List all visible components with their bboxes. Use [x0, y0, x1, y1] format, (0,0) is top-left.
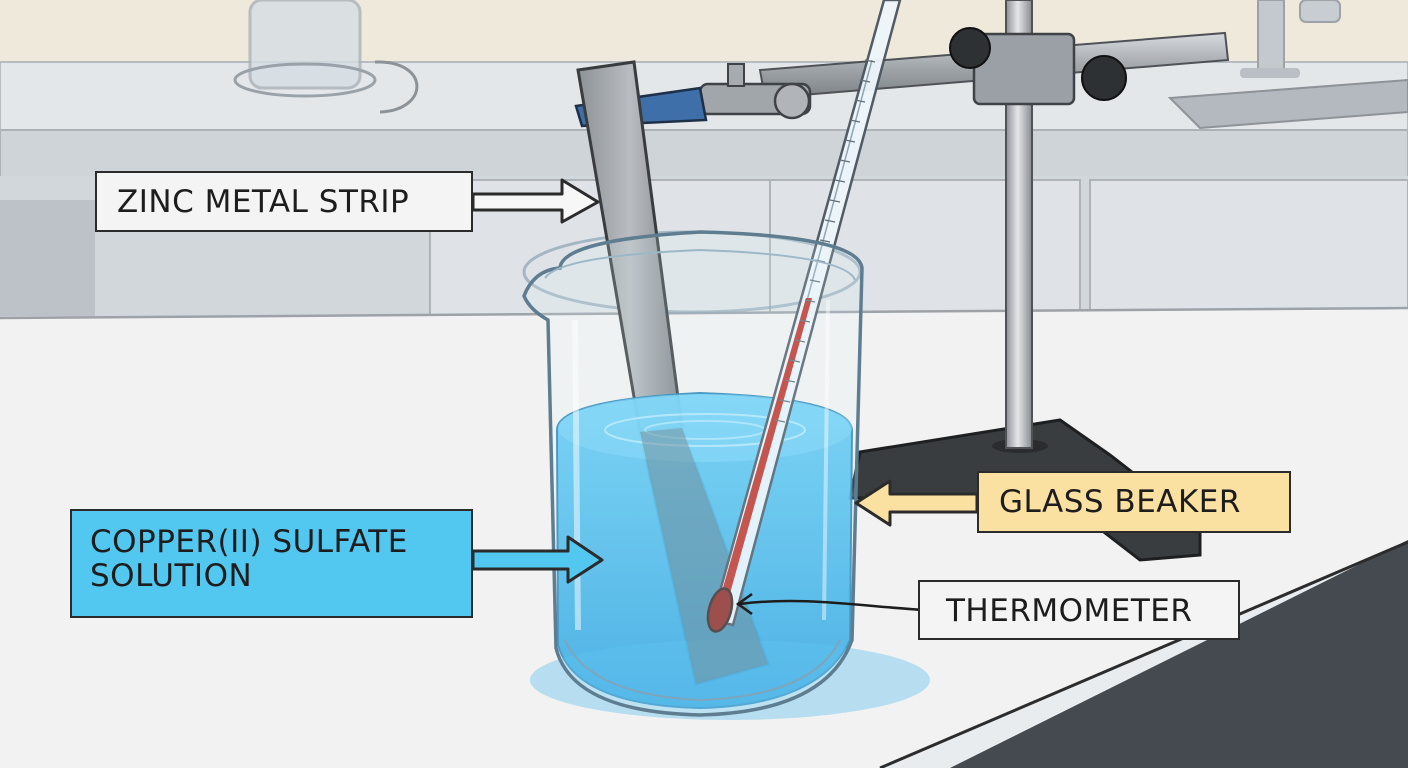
label-copper-text-line2: SOLUTION	[90, 558, 253, 594]
label-zinc-text: ZINC METAL STRIP	[117, 184, 410, 220]
thermometer	[706, 0, 902, 633]
label-glass-beaker: GLASS BEAKER	[977, 471, 1291, 533]
label-beaker-text: GLASS BEAKER	[999, 484, 1241, 520]
label-thermometer-text: THERMOMETER	[946, 593, 1193, 629]
arrow-copper	[471, 535, 604, 584]
arrow-zinc	[471, 178, 600, 224]
label-thermometer: THERMOMETER	[918, 580, 1240, 640]
label-copper-text-line1: COPPER(II) SULFATE	[90, 524, 408, 560]
label-copper-sulfate-solution: COPPER(II) SULFATE SOLUTION	[70, 509, 473, 618]
glass-beaker	[522, 230, 864, 717]
arrow-beaker	[854, 479, 979, 527]
thermometer-liquid	[716, 298, 812, 615]
label-zinc-metal-strip: ZINC METAL STRIP	[95, 171, 473, 232]
